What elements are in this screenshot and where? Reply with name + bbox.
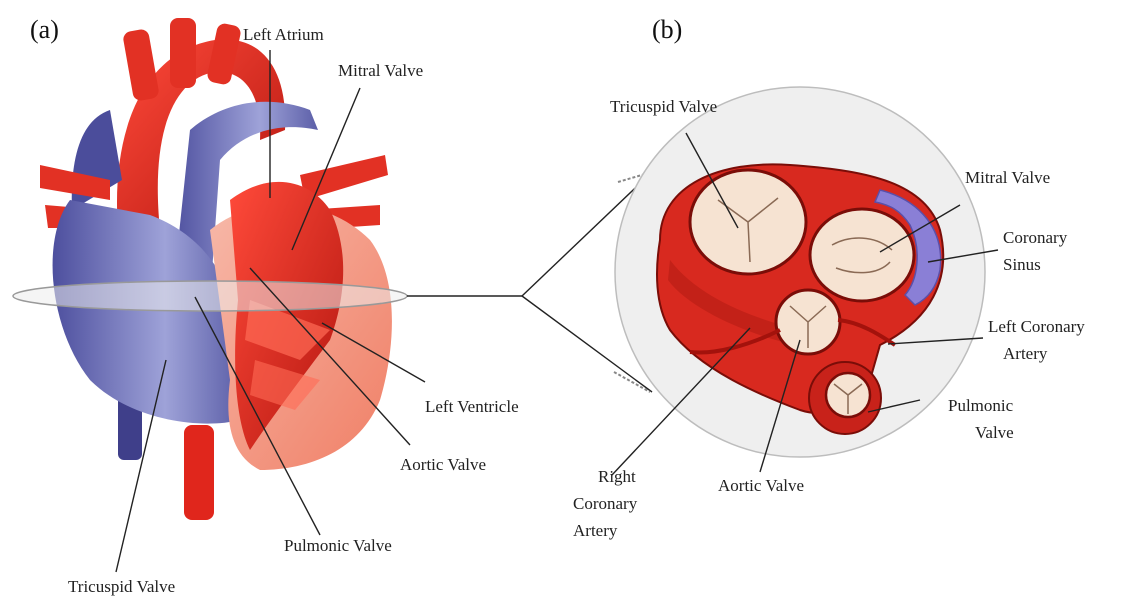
label-mitral-valve-a: Mitral Valve — [338, 61, 423, 80]
label-tricuspid-valve-b: Tricuspid Valve — [610, 97, 717, 116]
label-mitral-valve-b: Mitral Valve — [965, 168, 1050, 187]
label-coronary-sinus: Coronary Sinus — [1003, 228, 1071, 274]
panel-label-a: (a) — [30, 15, 59, 44]
label-left-coronary-artery: Left Coronary Artery — [988, 317, 1089, 363]
label-right-coronary-artery: Right Coronary Artery — [573, 467, 641, 540]
label-aortic-valve-a: Aortic Valve — [400, 455, 486, 474]
label-pulmonic-valve-b: Pulmonic Valve — [948, 396, 1017, 442]
label-pulmonic-valve-a: Pulmonic Valve — [284, 536, 392, 555]
label-tricuspid-valve-a: Tricuspid Valve — [68, 577, 175, 596]
section-plane — [13, 281, 407, 311]
label-aortic-valve-b: Aortic Valve — [718, 476, 804, 495]
panel-label-b: (b) — [652, 15, 682, 44]
heart-illustration — [13, 18, 407, 520]
label-left-atrium: Left Atrium — [243, 25, 324, 44]
mitral-valve-shape — [810, 209, 914, 301]
label-left-ventricle: Left Ventricle — [425, 397, 519, 416]
cross-section-view — [615, 87, 985, 457]
